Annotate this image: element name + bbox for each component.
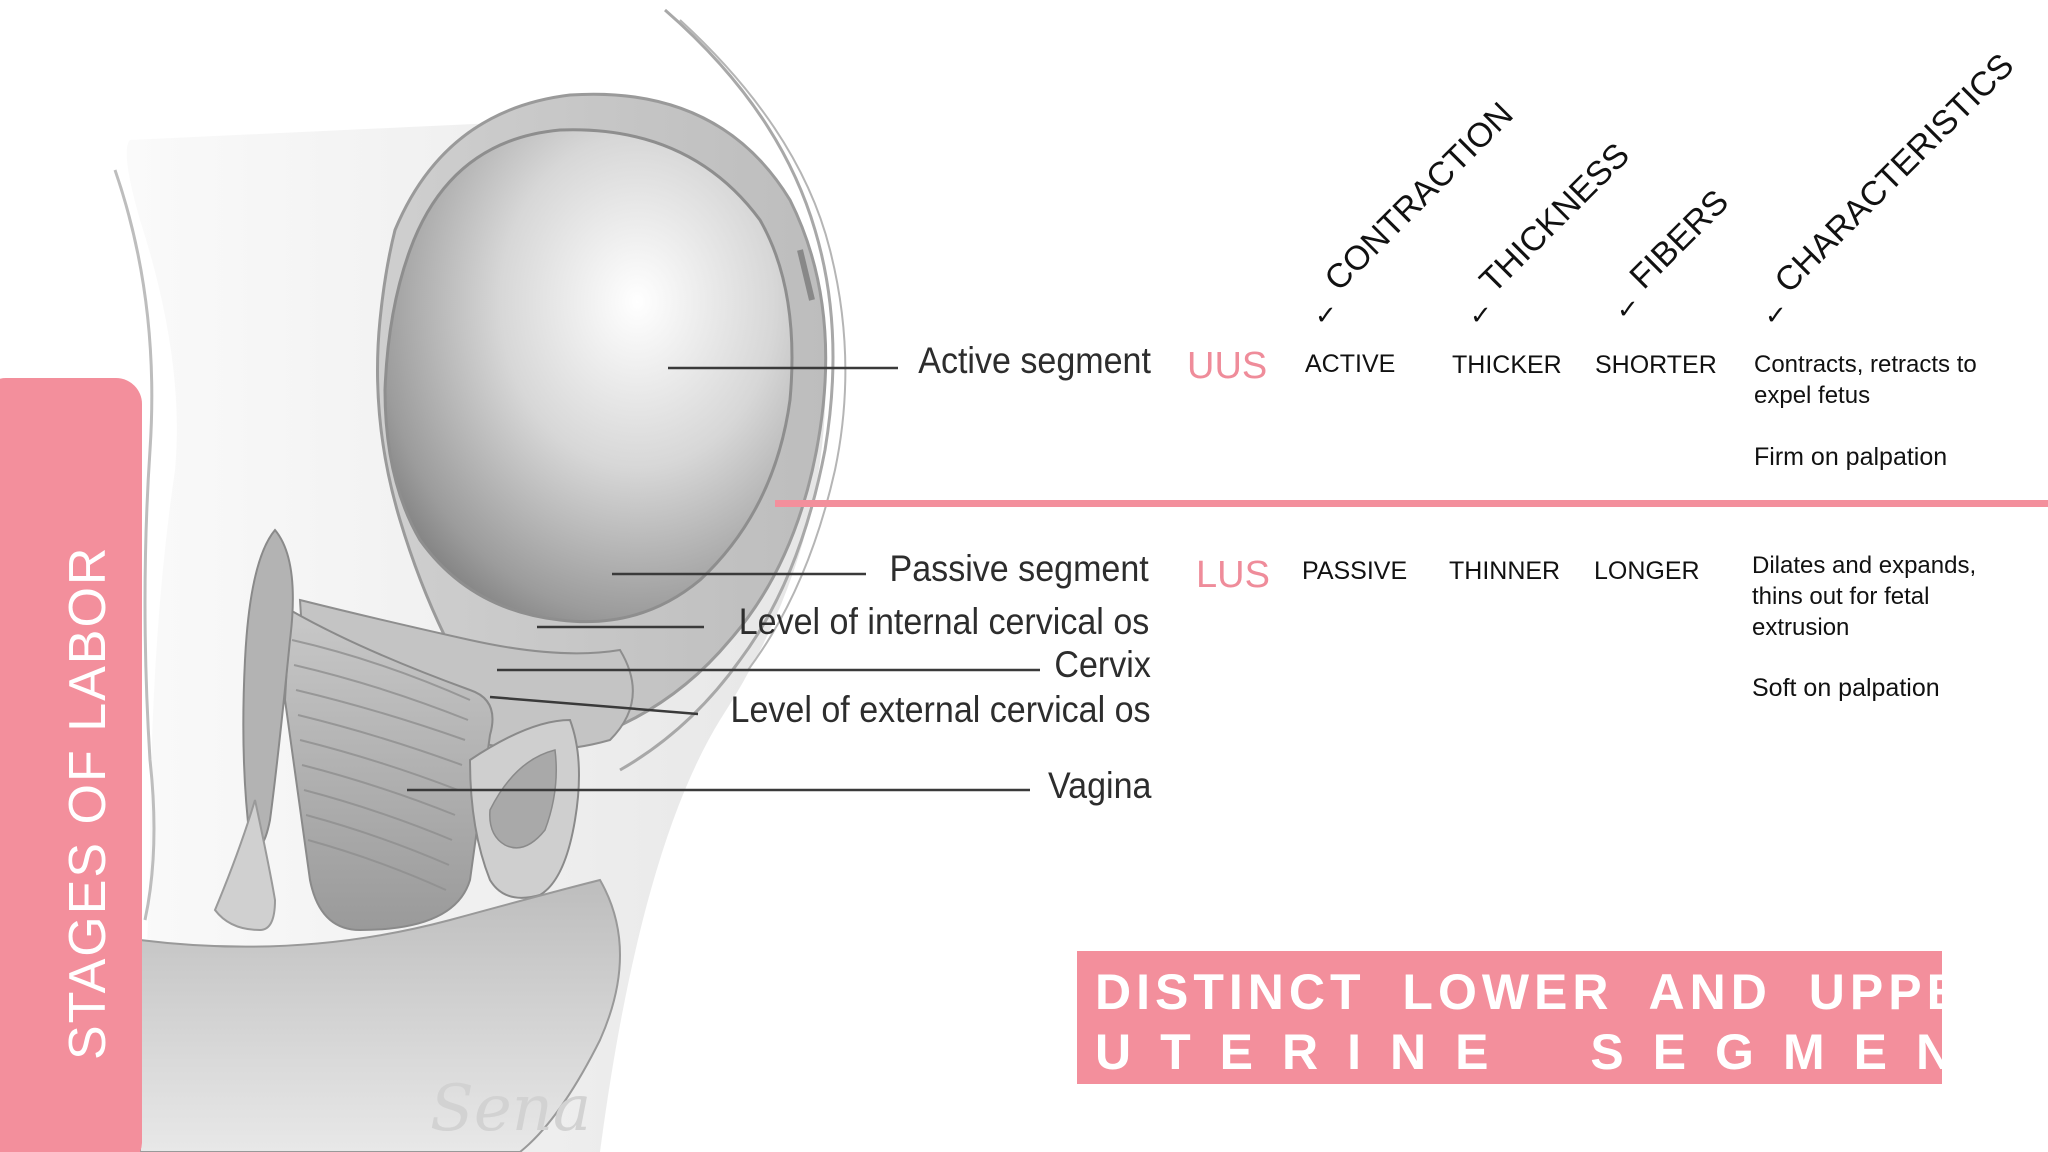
side-tab <box>0 378 142 1152</box>
check-thickness: ✓ <box>1470 300 1492 330</box>
label-cervix: Cervix <box>1054 644 1151 685</box>
lus-thickness: THINNER <box>1449 557 1561 585</box>
header-thickness: THICKNESS <box>1472 135 1637 301</box>
uus-characteristics-1: Contracts, retracts to expel fetus <box>1754 351 1977 409</box>
header-fibers: FIBERS <box>1622 182 1737 297</box>
header-characteristics: CHARACTERISTICS <box>1767 46 2022 301</box>
check-contraction: ✓ <box>1315 300 1337 330</box>
banner-title-line1: DISTINCT LOWER AND UPPER <box>1095 964 2007 1020</box>
label-internal-os: Level of internal cervical os <box>738 601 1149 642</box>
uus-characteristics-2: Firm on palpation <box>1754 443 1948 471</box>
title-banner: DISTINCT LOWER AND UPPER UTERINE SEGMENT… <box>1077 951 2048 1084</box>
uus-fibers: SHORTER <box>1595 351 1717 379</box>
leader-external-os <box>489 695 699 716</box>
uterus-illustration: Sena <box>113 8 1040 1152</box>
segment-uus: UUS <box>1187 345 1268 387</box>
banner-title-line2: UTERINE SEGMENTS <box>1095 1024 2048 1080</box>
check-fibers: ✓ <box>1617 294 1639 324</box>
lus-fibers: LONGER <box>1594 557 1700 585</box>
uus-contraction: ACTIVE <box>1305 350 1396 378</box>
label-active-segment: Active segment <box>918 340 1151 381</box>
lus-contraction: PASSIVE <box>1302 557 1408 585</box>
lus-characteristics-1: Dilates and expands, thins out for fetal… <box>1752 552 1977 641</box>
segment-lus: LUS <box>1196 554 1270 596</box>
label-vagina: Vagina <box>1047 765 1151 806</box>
side-tab-title: STAGES OF LABOR <box>59 545 117 1060</box>
uus-thickness: THICKER <box>1452 351 1562 379</box>
lus-characteristics-2: Soft on palpation <box>1752 674 1940 702</box>
check-characteristics: ✓ <box>1765 300 1787 330</box>
label-external-os: Level of external cervical os <box>730 689 1151 730</box>
signature-text: Sena <box>430 1072 591 1146</box>
label-passive-segment: Passive segment <box>889 548 1149 589</box>
row-divider <box>775 500 2048 507</box>
